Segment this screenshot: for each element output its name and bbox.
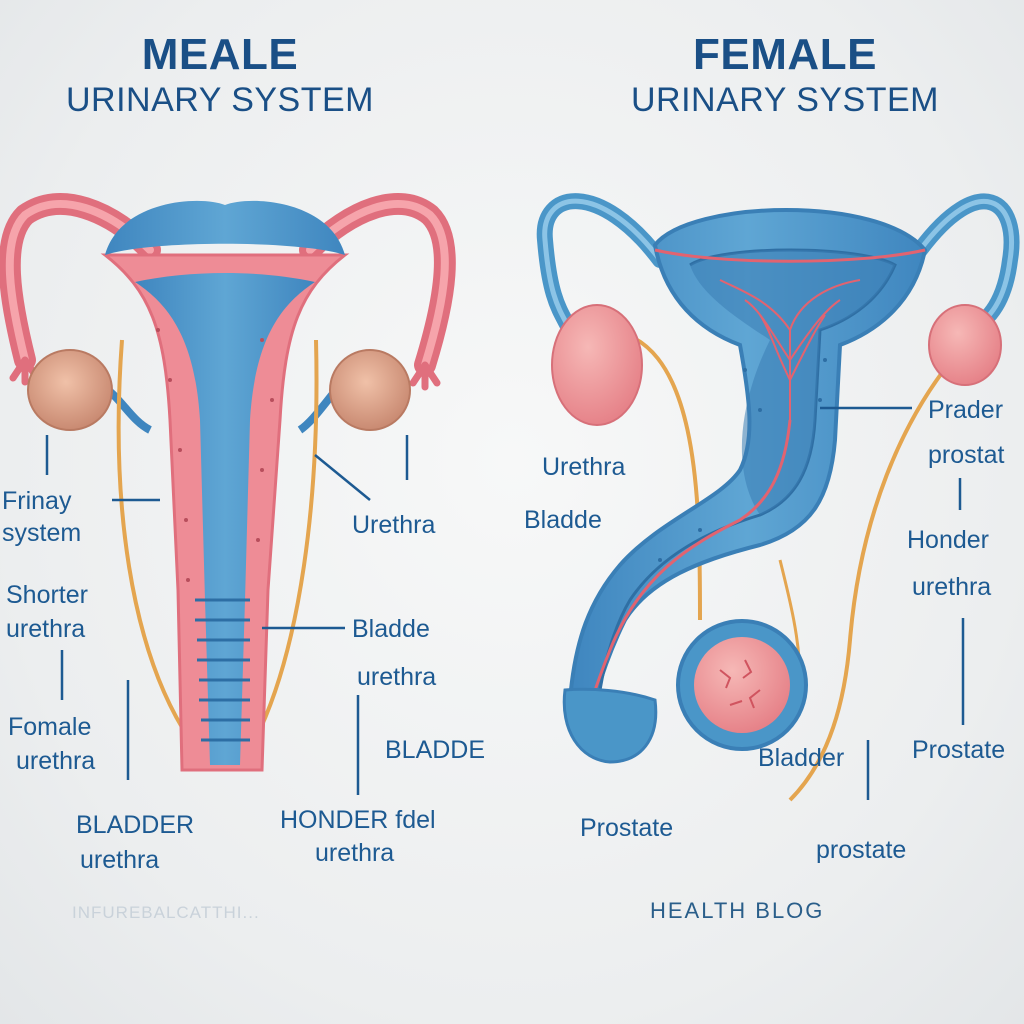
label-honder-urethra: urethra	[315, 839, 395, 867]
label-bladder-urethra: urethra	[80, 846, 160, 874]
label-bladde-1-urethra: urethra	[357, 663, 437, 691]
left-title: MEALE URINARY SYSTEM	[40, 30, 400, 120]
label-right-bladde: Bladde	[524, 506, 602, 534]
right-pink-ball	[694, 637, 790, 733]
right-gland-r	[928, 304, 1002, 386]
label-right-urethra: Urethra	[542, 453, 626, 481]
label-bladde-2: BLADDE	[385, 736, 486, 764]
left-inner-cavity	[135, 273, 315, 765]
label-fomale: Fomale	[8, 713, 92, 741]
right-title-main: FEMALE	[693, 30, 877, 79]
footer-left-faded: INFUREBALCATTHI...	[72, 903, 260, 922]
label-urethra-top: Urethra	[352, 511, 436, 539]
right-tip-cap	[562, 687, 658, 764]
label-prostate-right: Prostate	[912, 736, 1006, 764]
footer-health-blog: HEALTH BLOG	[650, 898, 825, 923]
label-system: system	[2, 519, 82, 547]
label-fomale-urethra: urethra	[16, 747, 96, 775]
label-right-bladder: Bladder	[758, 744, 845, 772]
label-prostat: prostat	[928, 441, 1005, 469]
left-ovary-l	[27, 349, 113, 431]
label-frinay: Frinay	[2, 487, 72, 515]
label-bladder: BLADDER	[76, 811, 195, 839]
label-prader: Prader	[928, 396, 1004, 424]
label-right-honder-urethra: urethra	[912, 573, 992, 601]
label-right-honder: Honder	[907, 526, 989, 554]
left-bladder-dome	[105, 200, 345, 255]
label-shorter: Shorter	[6, 581, 88, 609]
label-bladde-1: Bladde	[352, 615, 430, 643]
label-shorter-urethra: urethra	[6, 615, 86, 643]
left-organ-diagram	[0, 192, 456, 795]
left-ovary-r	[329, 349, 411, 431]
right-organ-diagram	[536, 193, 1020, 802]
label-prostate-cap: Prostate	[580, 814, 674, 842]
label-honder: HONDER fdel	[280, 806, 436, 834]
label-prostate-lower: prostate	[816, 836, 907, 864]
left-title-sub: URINARY SYSTEM	[65, 80, 375, 119]
right-gland-l	[551, 304, 643, 426]
right-title: FEMALE URINARY SYSTEM	[600, 30, 970, 120]
right-title-sub: URINARY SYSTEM	[630, 80, 940, 119]
left-title-main: MEALE	[141, 30, 299, 79]
